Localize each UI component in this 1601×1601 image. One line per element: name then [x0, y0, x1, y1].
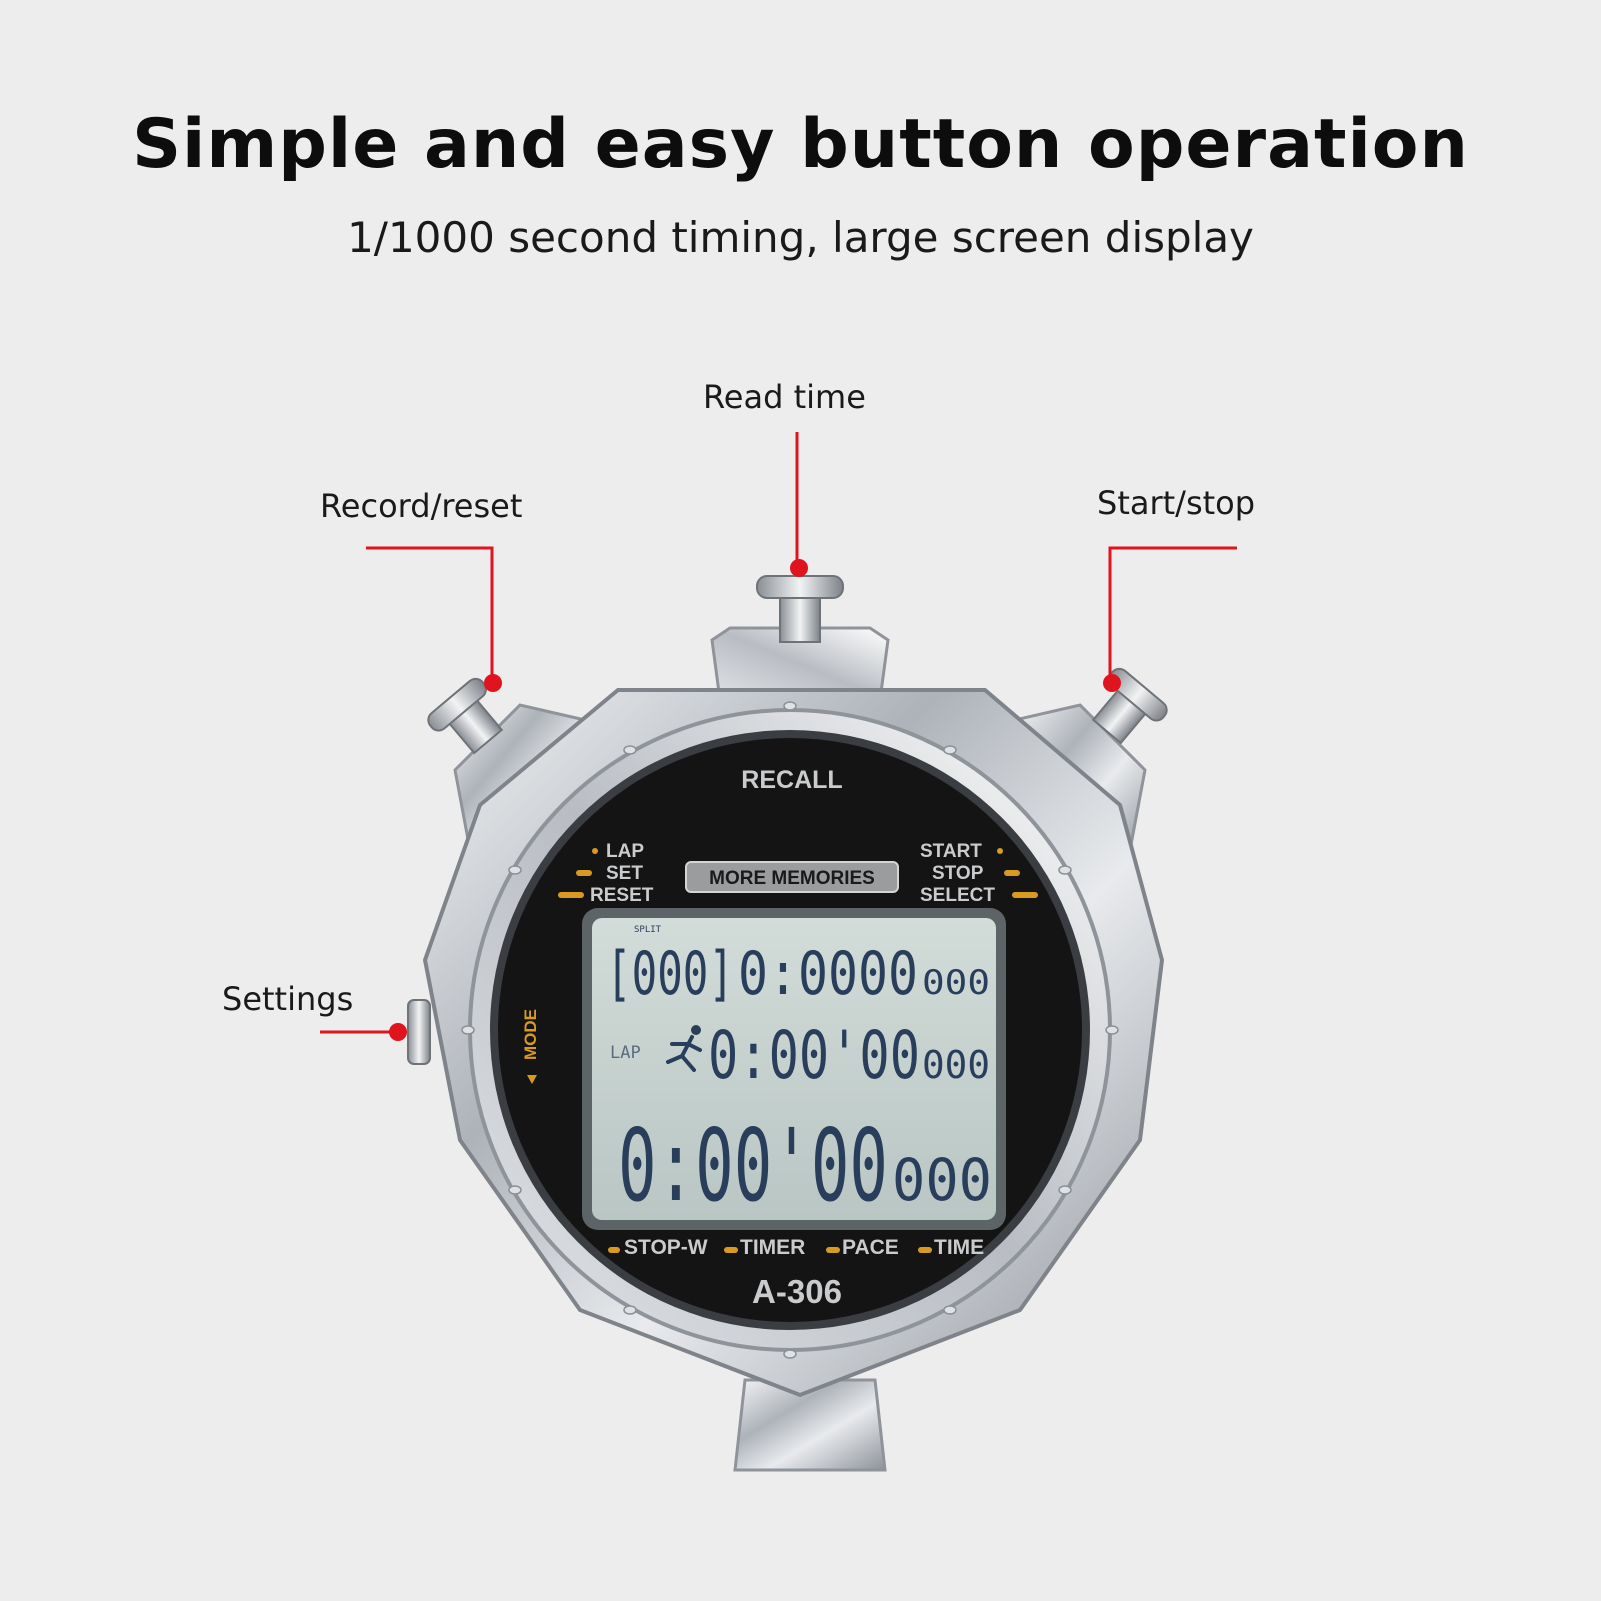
- bezel-screws: [461, 701, 1119, 1359]
- lcd-row2-ms: 000: [922, 1043, 990, 1087]
- runner-icon: [666, 1025, 702, 1072]
- mode-pace: PACE: [842, 1236, 899, 1259]
- settings-marker: [389, 1023, 407, 1041]
- lcd-row1-time: 0:0000: [738, 939, 918, 1009]
- settings-button[interactable]: [407, 999, 431, 1065]
- callout-leaders: [320, 432, 1237, 1034]
- indicator-dashes: [558, 848, 1038, 898]
- lap-label: LAP: [606, 841, 644, 862]
- record-reset-button[interactable]: [425, 675, 514, 763]
- mode-arrow-icon: [527, 1075, 537, 1084]
- lcd-row1-counter: [000]: [606, 939, 734, 1009]
- start-stop-callout: Start/stop: [1097, 484, 1256, 522]
- recall-label: RECALL: [741, 766, 842, 794]
- record-reset-callout: Record/reset: [320, 487, 523, 525]
- record-reset-marker: [484, 674, 502, 692]
- bottom-lug: [733, 1378, 887, 1472]
- settings-callout: Settings: [222, 980, 354, 1018]
- mode-stop-w: STOP-W: [624, 1236, 708, 1259]
- reset-label: RESET: [590, 885, 654, 906]
- page-title: Simple and easy button operation: [132, 105, 1469, 184]
- start-label: START: [920, 841, 982, 862]
- lcd-row3-ms: 000: [892, 1146, 992, 1214]
- set-label: SET: [606, 863, 643, 884]
- mode-label: MODE: [521, 1009, 540, 1060]
- model-number: A-306: [752, 1273, 842, 1310]
- lcd-row1-ms: 000: [922, 963, 990, 1003]
- more-memories-label: MORE MEMORIES: [709, 868, 875, 889]
- mode-time: TIME: [934, 1236, 984, 1259]
- lcd-row3-time: 0:00'00: [618, 1107, 888, 1224]
- read-time-button[interactable]: [756, 575, 844, 643]
- select-label: SELECT: [920, 885, 995, 906]
- read-time-marker: [790, 559, 808, 577]
- lcd-row2-time: 0:00'00: [708, 1017, 920, 1094]
- lcd-split-label: SPLIT: [634, 925, 662, 935]
- mode-indicators: [608, 1247, 932, 1253]
- read-time-callout: Read time: [703, 378, 866, 416]
- more-memories-badge: [685, 861, 899, 893]
- start-stop-marker: [1103, 674, 1121, 692]
- page-subtitle: 1/1000 second timing, large screen displ…: [347, 213, 1254, 262]
- lcd-screen: [592, 918, 996, 1220]
- callout-markers: [389, 559, 1121, 1041]
- stop-label: STOP: [932, 863, 984, 884]
- start-stop-button[interactable]: [1081, 665, 1170, 753]
- lcd-lap-label: LAP: [610, 1043, 641, 1063]
- mode-timer: TIMER: [740, 1236, 805, 1259]
